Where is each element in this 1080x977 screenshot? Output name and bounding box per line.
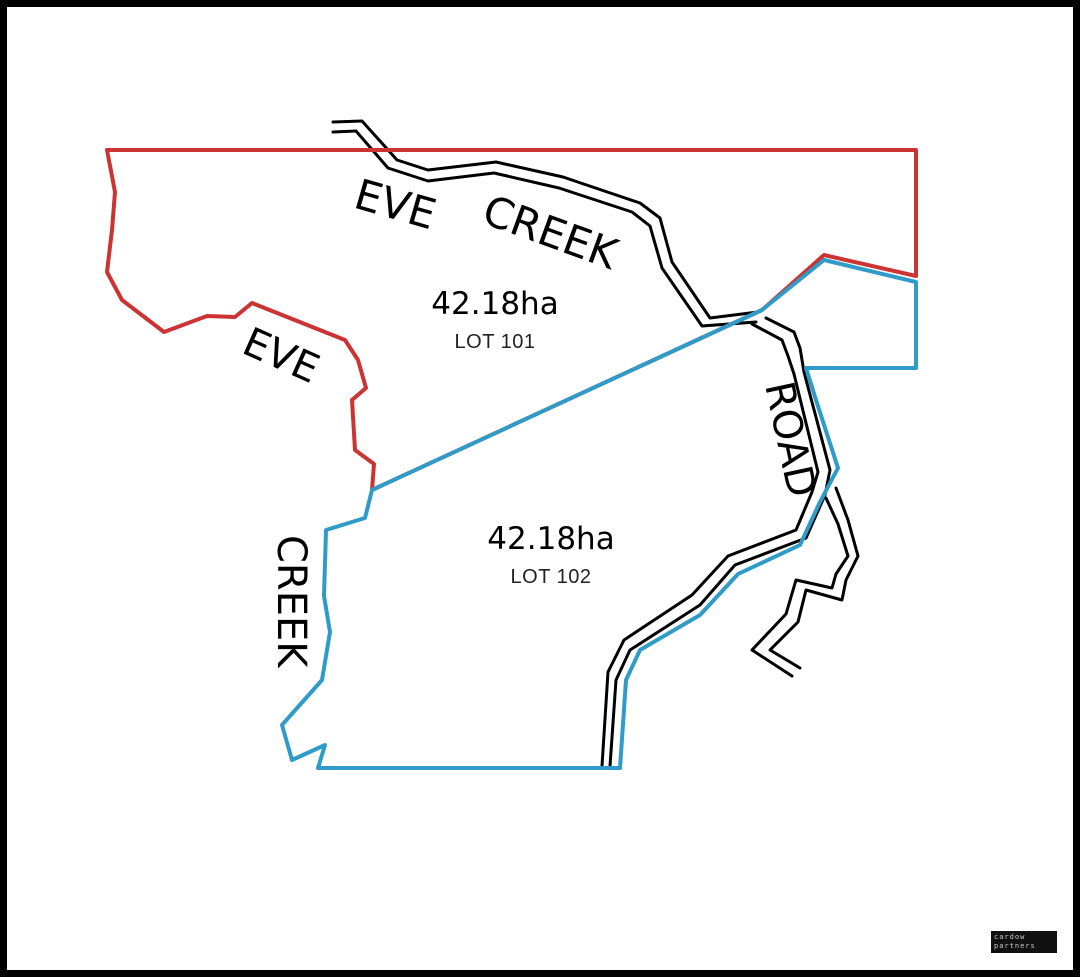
lot-101-boundary [105, 148, 918, 492]
road-edge-north-outer [331, 119, 760, 320]
lot-101-name: LOT 101 [455, 331, 536, 353]
cardow-partners-logo: cardow partners [991, 931, 1057, 953]
road-spur-outer [768, 486, 860, 670]
map-sheet [7, 7, 1073, 970]
road-edge-east-inner [600, 322, 820, 768]
logo-line-1: cardow [994, 933, 1026, 941]
road-label-creek-west: CREEK [268, 535, 314, 669]
eve-creek-road [331, 119, 860, 768]
lot-102-boundary [280, 258, 918, 770]
road-edge-east-outer [608, 316, 832, 768]
road-spur-inner [750, 496, 850, 678]
lot-101-area: 42.18ha [431, 286, 558, 322]
road-edge-north-inner [331, 129, 758, 328]
lot-102-area: 42.18ha [487, 521, 614, 557]
lot-102-name: LOT 102 [511, 566, 592, 588]
logo-line-2: partners [994, 942, 1036, 950]
